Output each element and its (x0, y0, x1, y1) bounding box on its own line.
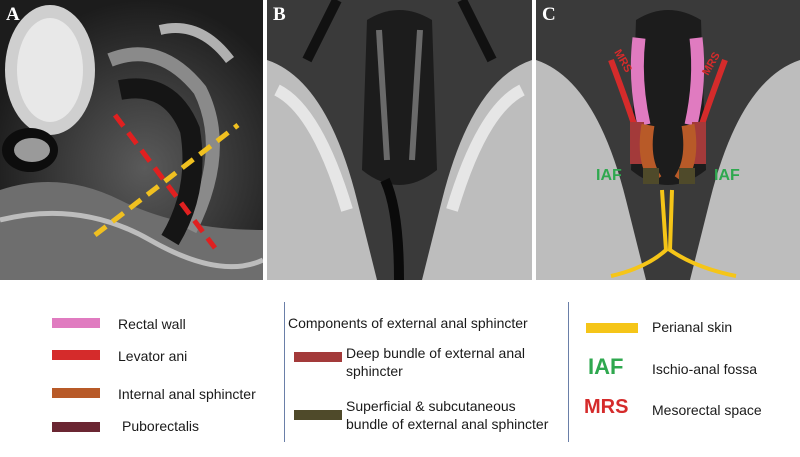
deep-bundle-swatch (294, 352, 342, 362)
mri-panel-b: B (267, 0, 532, 280)
perianal-skin-right (667, 189, 737, 278)
mri-panel-a: A (0, 0, 263, 280)
iaf-abbr: IAF (588, 354, 624, 379)
levator-ani-label: Levator ani (118, 348, 188, 364)
levator-ani-swatch (52, 350, 100, 360)
coronal-mri-image (267, 0, 532, 280)
mrs-legend-label: Mesorectal space (652, 402, 762, 418)
iaf-label-left: IAF (596, 167, 622, 184)
superficial-bundle-left (643, 168, 659, 184)
superficial-bundle-swatch (294, 410, 342, 420)
rectal-wall-swatch (52, 318, 100, 328)
panel-letter-c: C (542, 4, 556, 25)
puborectalis-label: Puborectalis (122, 418, 200, 434)
superficial-bundle-right (679, 168, 695, 184)
legend: Rectal wall Levator ani Internal anal sp… (0, 282, 800, 457)
perianal-skin-swatch (586, 323, 638, 333)
panel-letter-b: B (273, 4, 286, 25)
internal-sphincter-swatch (52, 388, 100, 398)
deep-bundle-label: Deep bundle of external anal sphincter (346, 345, 526, 379)
mrs-abbr: MRS (584, 396, 629, 418)
perianal-skin-label: Perianal skin (652, 319, 733, 335)
sagittal-mri-image (0, 0, 263, 280)
panel-letter-a: A (6, 4, 20, 25)
iaf-legend-label: Ischio-anal fossa (652, 361, 758, 377)
puborectalis-swatch (52, 422, 100, 432)
rectal-wall-right (684, 37, 705, 127)
rectal-wall-left (630, 37, 651, 127)
perianal-skin-left (610, 189, 669, 278)
internal-sphincter-label: Internal anal sphincter (118, 386, 256, 402)
superficial-bundle-label: Superficial & subcutaneous bundle of ext… (346, 398, 549, 432)
rectal-wall-label: Rectal wall (118, 316, 186, 332)
mri-panel-c: IAF IAF MRS MRS C (536, 0, 800, 280)
dashed-yellow-line (93, 123, 240, 237)
annotated-coronal-mri-image: IAF IAF MRS MRS (536, 0, 800, 280)
legend-divider-1 (284, 302, 285, 442)
iaf-label-right: IAF (714, 167, 740, 184)
eas-header: Components of external anal sphincter (288, 315, 528, 331)
legend-divider-2 (568, 302, 569, 442)
dashed-red-line (113, 113, 217, 250)
